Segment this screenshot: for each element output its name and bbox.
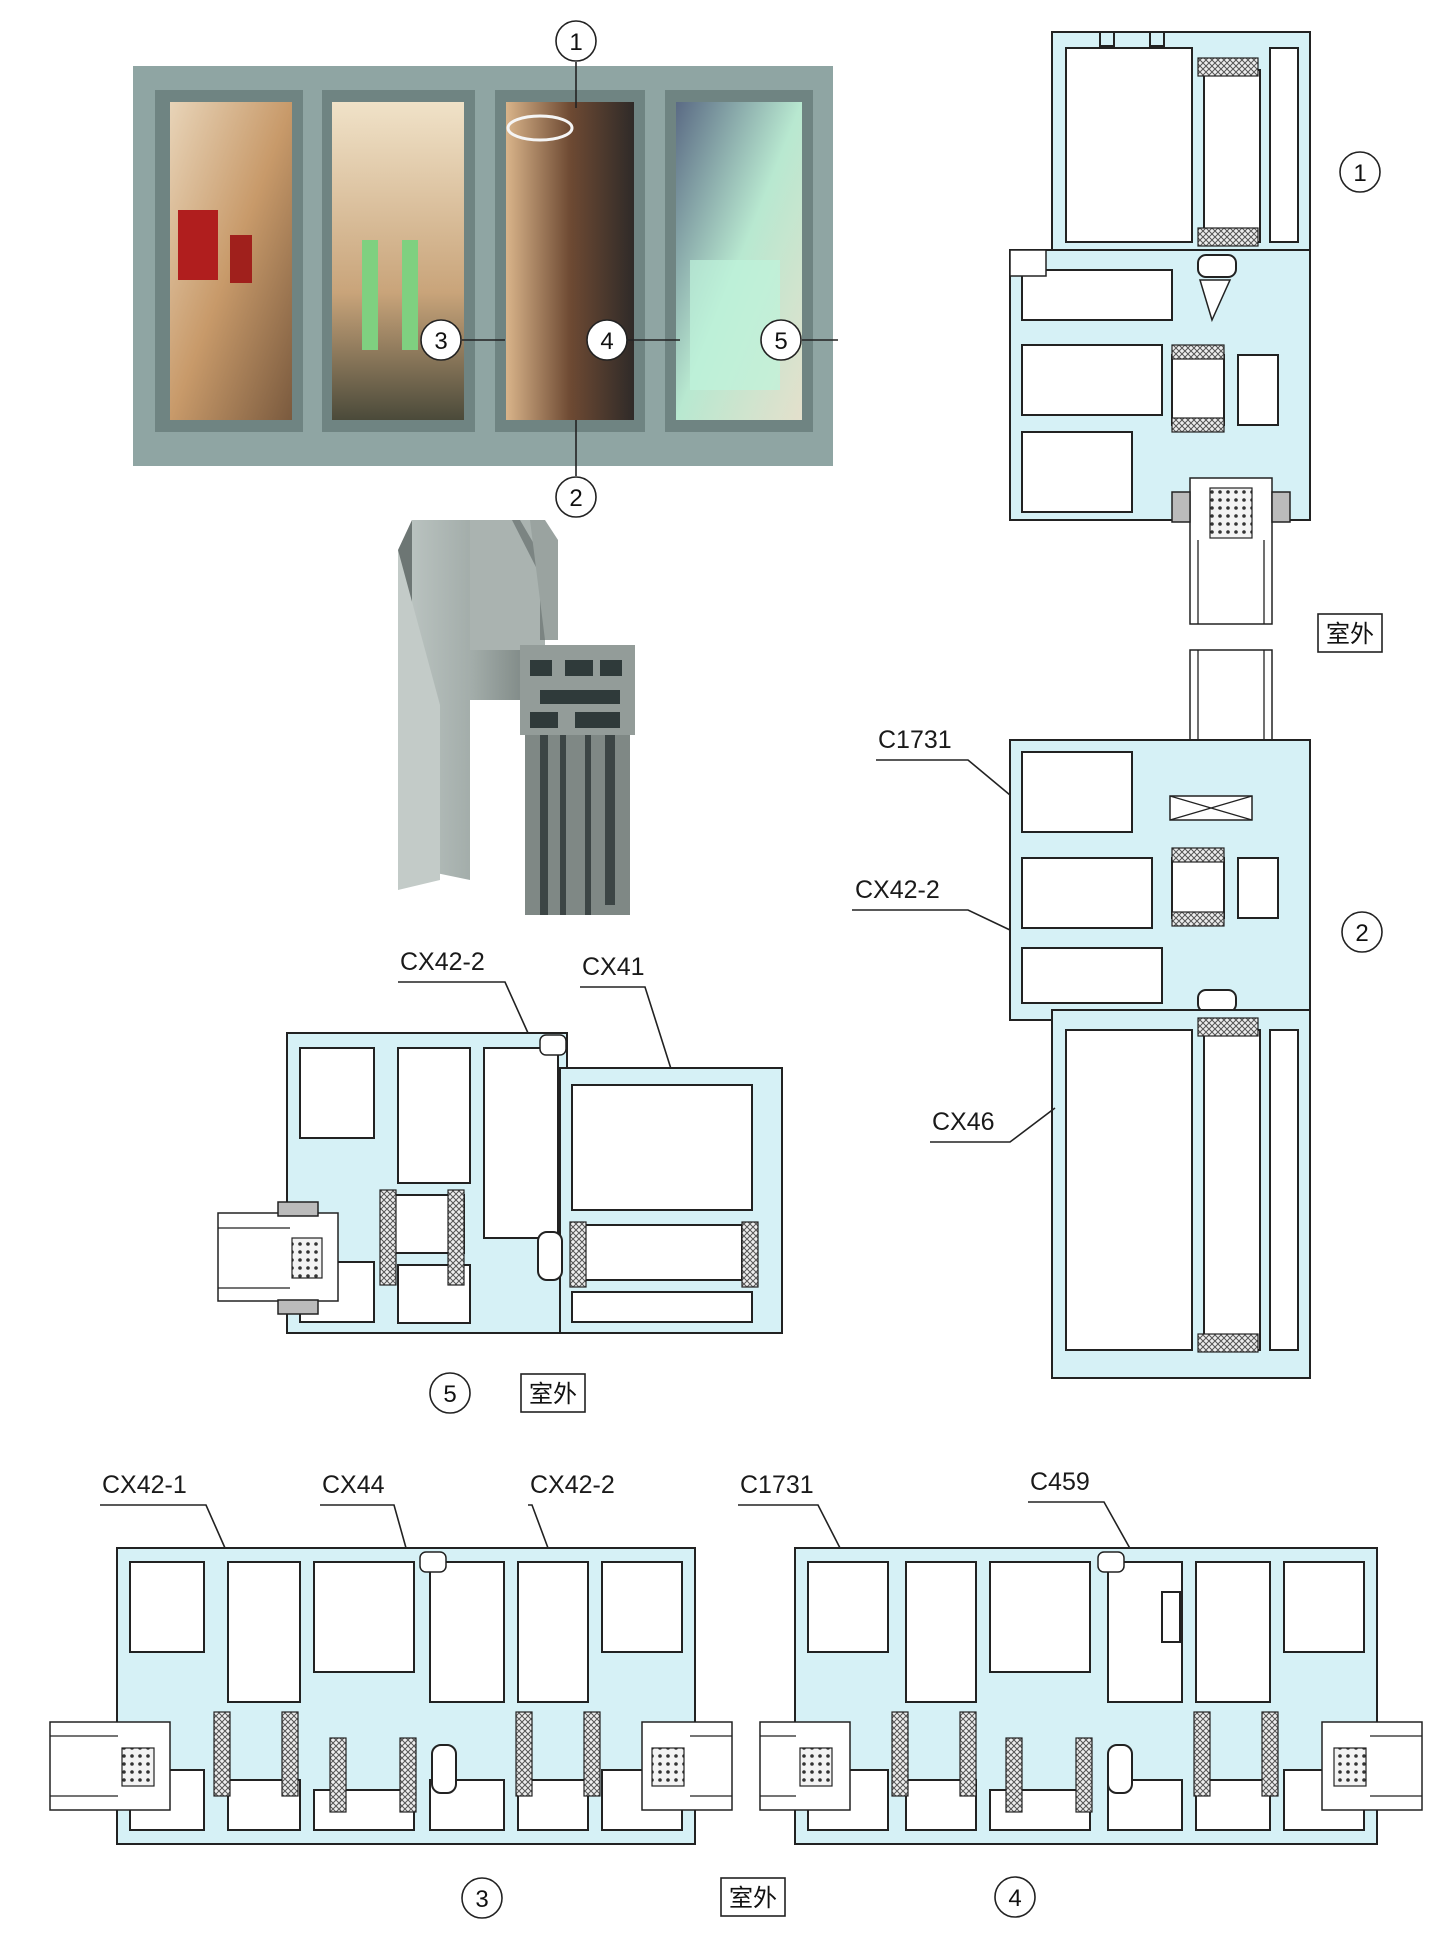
window-photo: [133, 66, 833, 466]
painting: [178, 210, 218, 280]
section-5: CX42-2 CX41 5 室外: [217, 948, 783, 1414]
outside-label-right: 室外: [1326, 620, 1374, 648]
callout-circle-2: [555, 476, 597, 518]
photo-callouts: 1 2 3 4 5: [420, 20, 838, 518]
painting: [230, 235, 252, 283]
callout-5: 5: [774, 328, 787, 355]
callout-4: 4: [600, 328, 613, 355]
section-callout-2: 2: [1355, 920, 1368, 947]
label-c459: C459: [1030, 1468, 1090, 1496]
callout-1: 1: [569, 29, 582, 56]
label-cx42-2-s5: CX42-2: [400, 948, 485, 976]
label-cx44: CX44: [322, 1471, 385, 1499]
section-3: CX42-1 CX44 CX42-2 3: [49, 1471, 786, 1919]
label-cx42-2-right: CX42-2: [855, 876, 940, 904]
ceiling-light: [506, 114, 574, 142]
profile-3d-render: [398, 520, 635, 915]
vertical-section: 1 室外 C1731 CX42-2 2 CX46: [852, 31, 1383, 1379]
callout-3: 3: [434, 328, 447, 355]
label-c1731-right: C1731: [878, 726, 952, 754]
label-cx41: CX41: [582, 953, 645, 981]
callout-circle-5: [760, 319, 802, 361]
label-cx42-1: CX42-1: [102, 1471, 187, 1499]
callout-circle-4: [586, 319, 628, 361]
callout-2: 2: [569, 485, 582, 512]
callout-circle-1: [555, 20, 597, 62]
section-4: C1731 C459 4: [738, 1468, 1423, 1918]
outside-label-s5: 室外: [529, 1380, 577, 1408]
pane-3: [506, 102, 634, 420]
pane-2: [332, 102, 464, 420]
label-cx42-2-s3: CX42-2: [530, 1471, 615, 1499]
section-callout-3: 3: [475, 1886, 488, 1913]
label-cx46: CX46: [932, 1108, 995, 1136]
section-callout-4: 4: [1008, 1885, 1021, 1912]
glow-panel: [690, 260, 780, 390]
callout-circle-3: [420, 319, 462, 361]
green-panel: [402, 240, 418, 350]
label-c1731-bottom: C1731: [740, 1471, 814, 1499]
section-callout-5: 5: [443, 1381, 456, 1408]
green-panel: [362, 240, 378, 350]
outside-label-bottom: 室外: [729, 1884, 777, 1912]
section-callout-1: 1: [1353, 160, 1366, 187]
